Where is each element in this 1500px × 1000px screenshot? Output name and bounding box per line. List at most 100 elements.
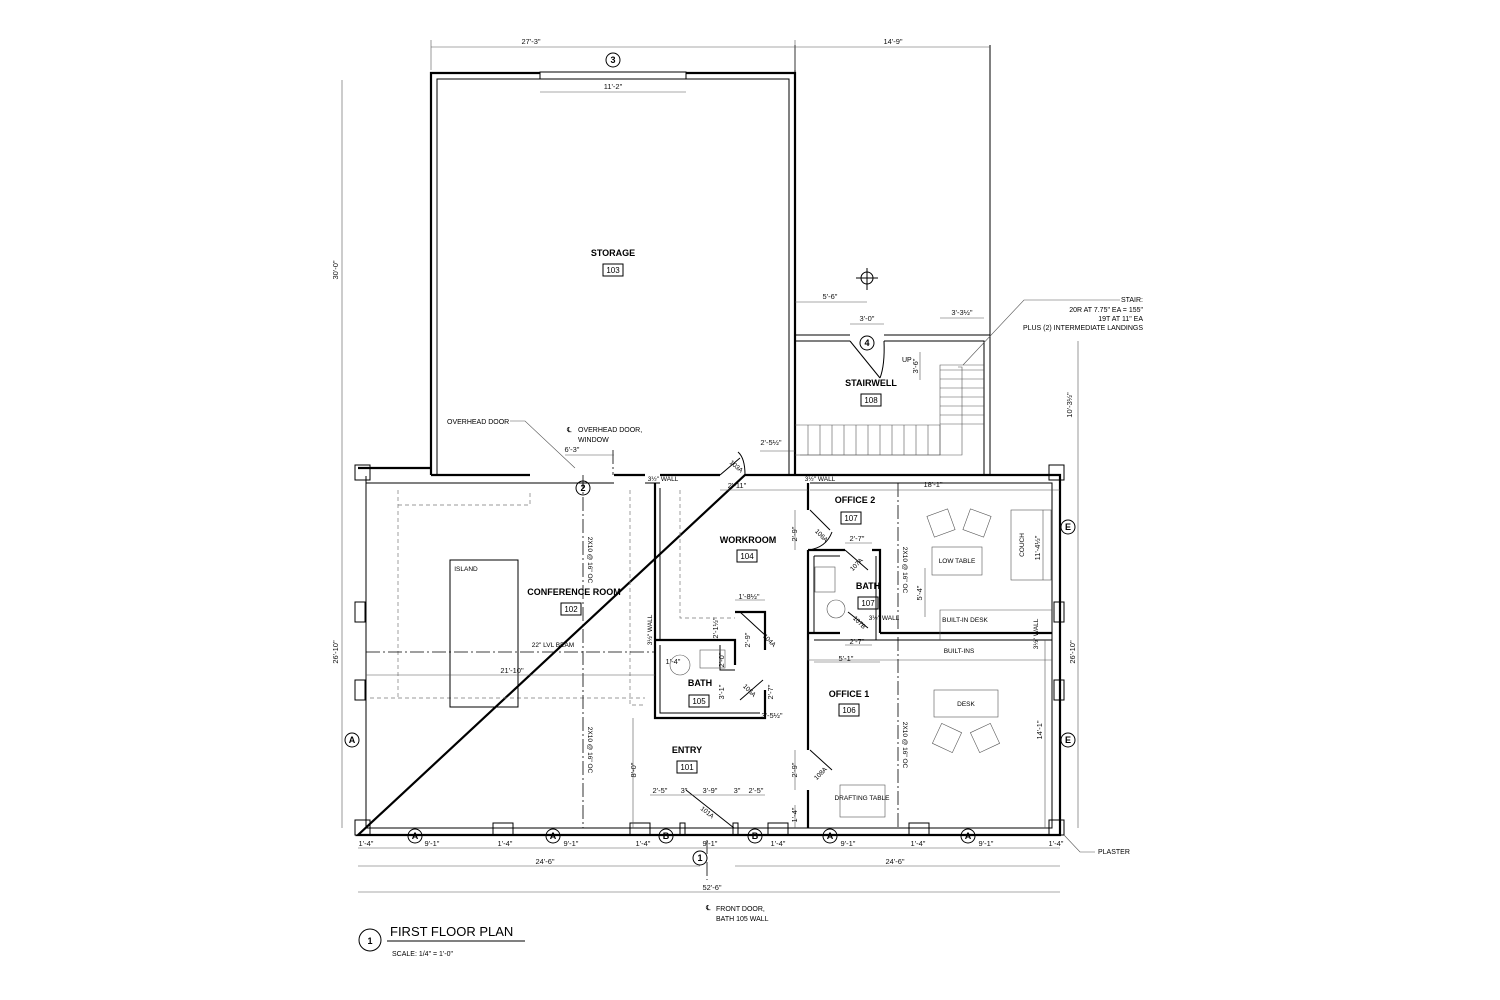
room-name: BATH bbox=[856, 581, 880, 591]
storage-window bbox=[539, 71, 687, 80]
svg-text:9'-1": 9'-1" bbox=[564, 839, 579, 848]
svg-text:2'-5": 2'-5" bbox=[653, 786, 668, 795]
sink bbox=[699, 649, 726, 669]
chair bbox=[931, 722, 963, 754]
svg-text:1'-8½": 1'-8½" bbox=[738, 592, 760, 601]
svg-text:3½" WALL: 3½" WALL bbox=[869, 614, 900, 622]
chair bbox=[962, 508, 992, 538]
svg-text:A: A bbox=[550, 831, 557, 841]
svg-text:A: A bbox=[349, 735, 356, 745]
svg-text:℄: ℄ bbox=[705, 905, 711, 912]
svg-text:108: 108 bbox=[864, 396, 878, 405]
svg-text:2X10 @ 16" OC: 2X10 @ 16" OC bbox=[586, 727, 593, 774]
svg-text:WINDOW: WINDOW bbox=[578, 437, 609, 444]
svg-text:3'-6": 3'-6" bbox=[911, 358, 920, 373]
svg-text:LOW TABLE: LOW TABLE bbox=[939, 558, 976, 565]
svg-text:24'-6": 24'-6" bbox=[885, 857, 904, 866]
svg-text:2'-9": 2'-9" bbox=[743, 632, 752, 647]
room-name: STORAGE bbox=[591, 248, 635, 258]
svg-text:1: 1 bbox=[697, 853, 702, 863]
svg-text:3'-9": 3'-9" bbox=[703, 786, 718, 795]
svg-text:E: E bbox=[1065, 522, 1071, 532]
svg-text:2'-9": 2'-9" bbox=[790, 526, 799, 541]
svg-text:B: B bbox=[663, 831, 670, 841]
svg-text:104A: 104A bbox=[761, 633, 777, 649]
svg-text:BUILT-INS: BUILT-INS bbox=[944, 648, 975, 655]
svg-text:2'-7": 2'-7" bbox=[850, 637, 865, 646]
svg-text:2'-5½": 2'-5½" bbox=[760, 438, 782, 447]
svg-text:11'-2": 11'-2" bbox=[604, 82, 623, 91]
svg-text:4: 4 bbox=[864, 338, 869, 348]
chair bbox=[969, 722, 1001, 754]
svg-text:19T AT 11" EA: 19T AT 11" EA bbox=[1098, 316, 1143, 323]
svg-text:3'-1": 3'-1" bbox=[717, 684, 726, 699]
svg-text:UP: UP bbox=[902, 357, 912, 364]
svg-text:E: E bbox=[1065, 735, 1071, 745]
room-name: BATH bbox=[688, 678, 712, 688]
svg-text:2'-9": 2'-9" bbox=[790, 762, 799, 777]
main-walls bbox=[354, 464, 1065, 837]
svg-text:PLUS (2) INTERMEDIATE LANDINGS: PLUS (2) INTERMEDIATE LANDINGS bbox=[1023, 325, 1143, 332]
svg-text:3½" WALL: 3½" WALL bbox=[1032, 618, 1040, 649]
svg-text:6'-3": 6'-3" bbox=[565, 445, 580, 454]
svg-text:℄: ℄ bbox=[566, 427, 572, 434]
svg-text:3'-5½": 3'-5½" bbox=[761, 711, 783, 720]
svg-text:10'-3½": 10'-3½" bbox=[1065, 392, 1074, 418]
svg-text:2'-0": 2'-0" bbox=[717, 652, 726, 667]
structural-notes: 2X10 @ 16" OC 2X10 @ 16" OC 2X10 @ 16" O… bbox=[532, 475, 1040, 774]
dimension-lines bbox=[341, 40, 1079, 893]
svg-text:3'-3½": 3'-3½" bbox=[951, 308, 973, 317]
drafting-table bbox=[839, 784, 886, 818]
couch bbox=[1010, 509, 1052, 581]
room-name: WORKROOM bbox=[720, 535, 777, 545]
room-name: CONFERENCE ROOM bbox=[527, 587, 621, 597]
svg-text:20R AT 7.75" EA = 155": 20R AT 7.75" EA = 155" bbox=[1069, 307, 1143, 314]
svg-text:5'-1": 5'-1" bbox=[839, 654, 854, 663]
furniture-labels: ISLAND LOW TABLE COUCH BUILT-IN DESK BUI… bbox=[454, 533, 1026, 802]
svg-text:A: A bbox=[412, 831, 419, 841]
svg-text:107: 107 bbox=[844, 514, 858, 523]
svg-text:2'-11": 2'-11" bbox=[728, 481, 747, 490]
svg-text:OVERHEAD DOOR,: OVERHEAD DOOR, bbox=[578, 427, 642, 434]
svg-text:5'-4": 5'-4" bbox=[915, 585, 924, 600]
room-name: STAIRWELL bbox=[845, 378, 897, 388]
svg-text:DRAFTING TABLE: DRAFTING TABLE bbox=[834, 795, 890, 802]
room-name: ENTRY bbox=[672, 745, 702, 755]
drawing-title: FIRST FLOOR PLAN bbox=[390, 924, 513, 939]
svg-text:26'-10": 26'-10" bbox=[1068, 640, 1077, 664]
svg-text:2X10 @ 16" OC: 2X10 @ 16" OC bbox=[901, 547, 908, 594]
svg-text:108A: 108A bbox=[813, 766, 829, 782]
low-table bbox=[931, 546, 983, 576]
title-block: 1 FIRST FLOOR PLAN SCALE: 1/4" = 1'-0" bbox=[358, 924, 525, 958]
svg-text:18'-1": 18'-1" bbox=[923, 480, 942, 489]
svg-text:8'-0": 8'-0" bbox=[629, 762, 638, 777]
svg-text:14'-9": 14'-9" bbox=[883, 37, 902, 46]
svg-text:3": 3" bbox=[681, 786, 688, 795]
svg-text:2X10 @ 16" OC: 2X10 @ 16" OC bbox=[586, 537, 593, 584]
svg-text:COUCH: COUCH bbox=[1019, 533, 1026, 557]
svg-text:STAIR:: STAIR: bbox=[1121, 297, 1143, 304]
svg-text:BUILT-IN DESK: BUILT-IN DESK bbox=[942, 617, 988, 624]
toilet bbox=[826, 599, 846, 619]
svg-text:26'-10": 26'-10" bbox=[331, 640, 340, 664]
svg-text:21'-10": 21'-10" bbox=[500, 666, 524, 675]
svg-text:2: 2 bbox=[580, 483, 585, 493]
svg-text:9'-1": 9'-1" bbox=[425, 839, 440, 848]
svg-text:1'-4": 1'-4" bbox=[666, 657, 681, 666]
toilet bbox=[669, 654, 691, 676]
svg-text:107B: 107B bbox=[851, 615, 867, 631]
svg-text:1'-4": 1'-4" bbox=[1049, 839, 1064, 848]
north-arrow-icon bbox=[860, 271, 874, 285]
svg-text:102: 102 bbox=[564, 605, 578, 614]
drawing-scale: SCALE: 1/4" = 1'-0" bbox=[392, 951, 453, 958]
svg-text:104: 104 bbox=[740, 552, 754, 561]
svg-text:A: A bbox=[965, 831, 972, 841]
storage-walls bbox=[429, 45, 991, 475]
annotations: OVERHEAD DOOR ℄ OVERHEAD DOOR, WINDOW ST… bbox=[447, 297, 1144, 923]
chair bbox=[926, 508, 956, 538]
svg-text:BATH 105 WALL: BATH 105 WALL bbox=[716, 916, 769, 923]
svg-text:9'-1": 9'-1" bbox=[841, 839, 856, 848]
svg-text:9'-1": 9'-1" bbox=[979, 839, 994, 848]
svg-text:106: 106 bbox=[842, 706, 856, 715]
